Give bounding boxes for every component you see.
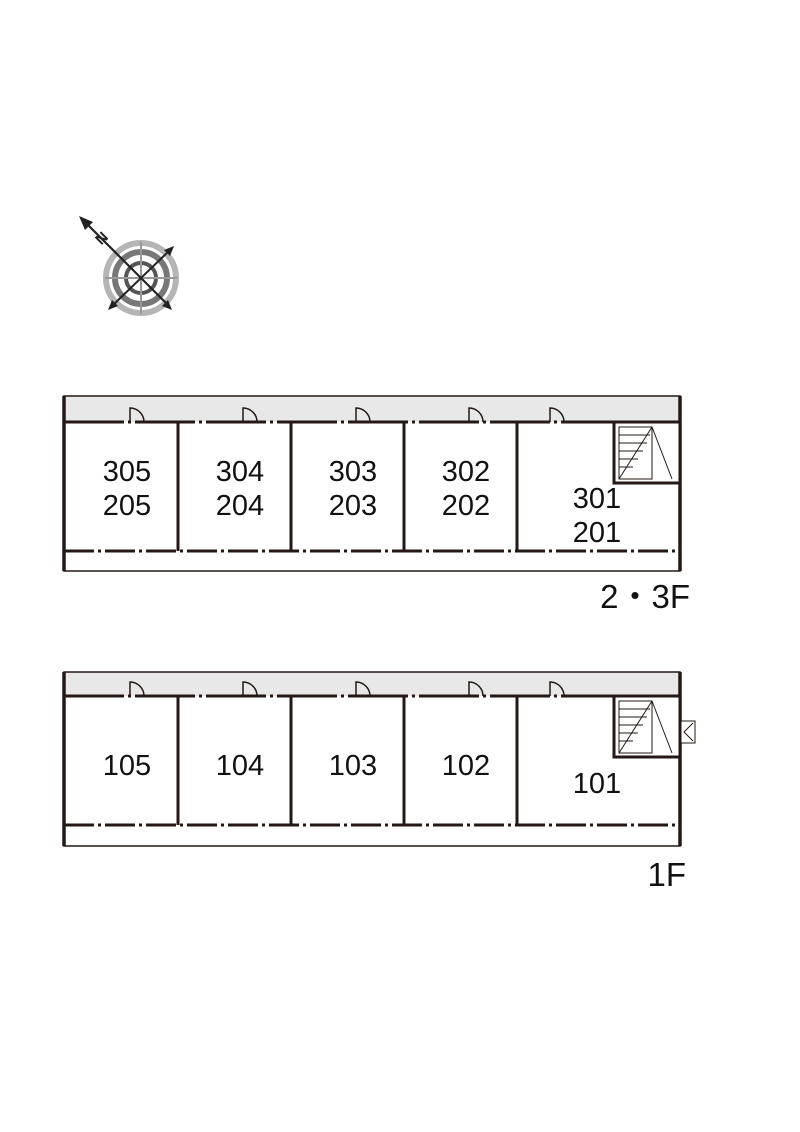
unit-101: 101 [573,768,621,800]
unit-105: 105 [103,750,151,782]
unit-302-202: 302 202 [442,456,490,522]
unit-number: 305 [103,456,151,488]
unit-104: 104 [216,750,264,782]
unit-number: 204 [216,490,264,522]
corridor [64,672,680,696]
unit-number: 304 [216,456,264,488]
entrance-marker-icon [680,720,696,744]
door-icon [129,407,565,423]
stairs-icon [612,420,682,485]
unit-102: 102 [442,750,490,782]
floor-label: 1F [647,856,686,893]
floor-label: 2・3F [600,578,690,615]
north-arrowhead-icon [79,216,93,230]
unit-number: 303 [329,456,377,488]
unit-number: 202 [442,490,490,522]
compass-icon: N [79,216,179,316]
unit-301-201: 301 201 [573,483,621,549]
unit-303-203: 303 203 [329,456,377,522]
corridor [64,396,680,422]
unit-number: 301 [573,483,621,515]
floor-plan-upper: 305 205 304 204 303 203 302 202 301 201 … [62,395,690,615]
unit-number: 302 [442,456,490,488]
unit-305-205: 305 205 [103,456,151,522]
floor-plan-lower: 105 104 103 102 101 1F [62,671,696,893]
unit-103: 103 [329,750,377,782]
unit-number: 203 [329,490,377,522]
unit-number: 201 [573,517,621,549]
door-icon [129,681,565,697]
unit-number: 205 [103,490,151,522]
unit-304-204: 304 204 [216,456,264,522]
stairs-icon [612,694,682,759]
